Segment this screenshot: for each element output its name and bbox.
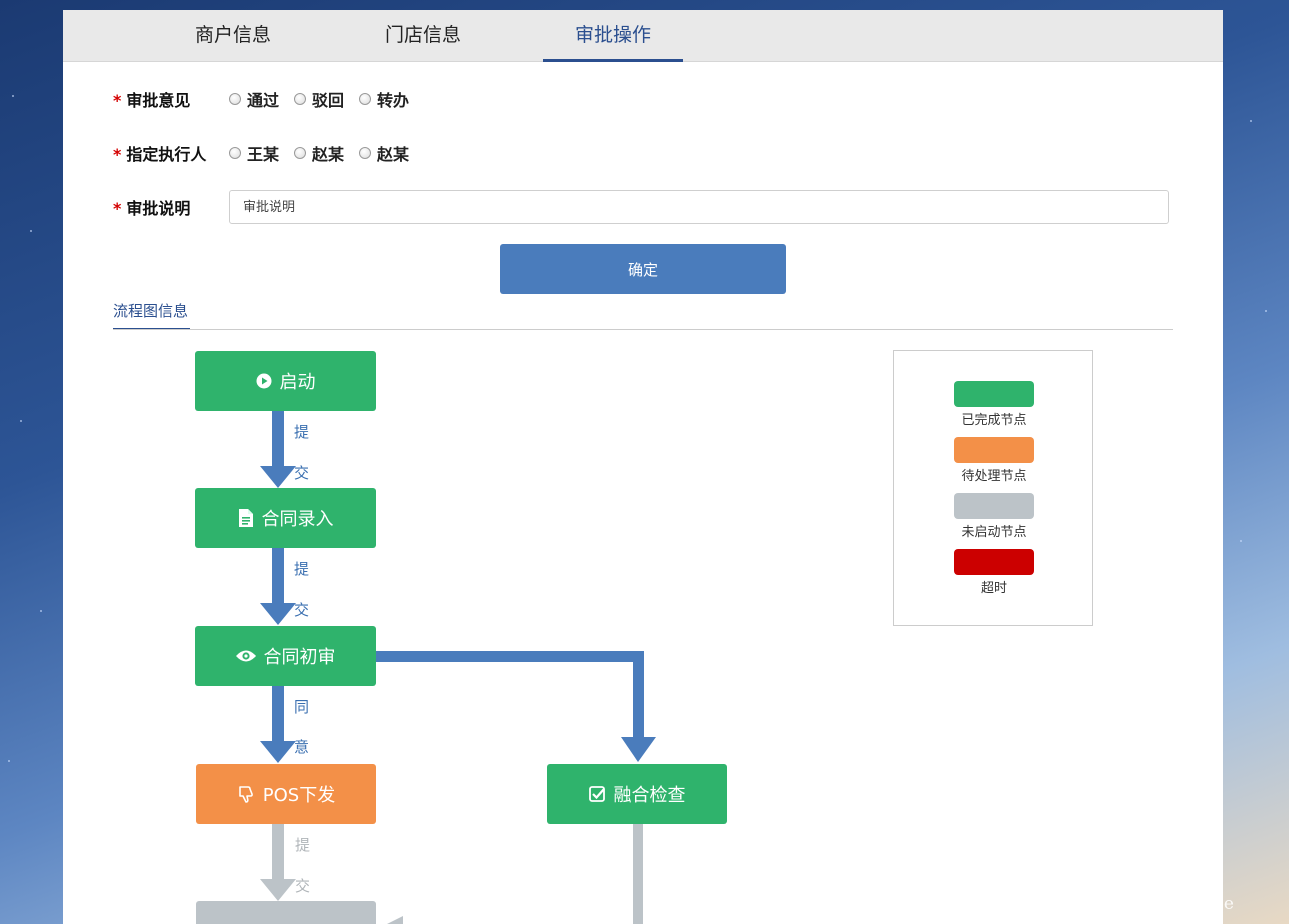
edge-label-3a: 同: [294, 698, 310, 716]
flow-node-label: 合同初审: [263, 647, 336, 668]
arrow-shaft-3: [272, 686, 284, 743]
branch-vertical: [633, 651, 644, 739]
arrow-shaft-4: [272, 824, 284, 881]
active-arrows: [260, 411, 656, 763]
merge-arrow-tip: [387, 916, 403, 924]
tab-approval-operation[interactable]: 审批操作: [543, 10, 683, 62]
flow-connectors: [260, 411, 656, 924]
assignee-label: *指定执行人: [113, 145, 207, 164]
legend-item-pending: 待处理节点: [953, 437, 1035, 484]
remark-input[interactable]: [229, 190, 1169, 224]
assignee-row: *指定执行人 王某 赵某 赵某: [113, 137, 424, 169]
arrow-shaft-2: [272, 548, 284, 605]
main-panel: 商户信息 门店信息 审批操作 *审批意见 通过 驳回 转办 *指定执行人 王某 …: [63, 10, 1223, 924]
flow-node-next-partial[interactable]: [196, 901, 376, 924]
remark-row: *审批说明: [113, 190, 1169, 224]
eye-icon: [235, 649, 256, 663]
status-legend: 已完成节点 待处理节点 未启动节点 超时: [893, 350, 1093, 626]
legend-swatch: [954, 493, 1034, 519]
tab-merchant-info[interactable]: 商户信息: [194, 24, 271, 46]
edge-label-3b: 意: [294, 738, 310, 756]
edge-label-2b: 交: [294, 601, 310, 619]
flow-node-label: POS下发: [262, 785, 336, 806]
edge-label-4a: 提: [295, 836, 311, 854]
legend-swatch: [954, 437, 1034, 463]
radio-circle-icon[interactable]: [359, 93, 372, 105]
merge-line: [633, 824, 643, 924]
opinion-radio-approve[interactable]: 通过: [229, 87, 279, 111]
flow-node-pos-dispatch[interactable]: POS下发: [196, 764, 376, 824]
arrow-head-4: [260, 879, 296, 901]
inactive-arrows: [260, 824, 643, 924]
radio-circle-icon[interactable]: [229, 93, 241, 105]
radio-circle-icon[interactable]: [294, 147, 307, 159]
arrow-head-2: [260, 603, 296, 625]
tab-store-info[interactable]: 门店信息: [384, 24, 461, 46]
section-divider: [113, 329, 1173, 330]
tab-bar: 商户信息 门店信息 审批操作: [63, 10, 1223, 62]
opinion-row: *审批意见 通过 驳回 转办: [113, 83, 424, 115]
legend-item-completed: 已完成节点: [953, 381, 1035, 428]
play-circle-icon: [256, 373, 272, 389]
opinion-label: *审批意见: [113, 91, 191, 110]
arrow-head-3: [260, 741, 296, 763]
confirm-button[interactable]: 确定: [500, 244, 786, 294]
flow-node-start[interactable]: 启动: [195, 351, 376, 411]
legend-swatch: [954, 549, 1034, 575]
legend-swatch: [954, 381, 1034, 407]
branch-arrow-head: [621, 737, 656, 762]
assignee-radio-1[interactable]: 王某: [229, 141, 279, 165]
flow-node-contract-review[interactable]: 合同初审: [195, 626, 376, 686]
flow-node-label: 合同录入: [261, 509, 334, 530]
radio-circle-icon[interactable]: [229, 147, 241, 159]
legend-item-timeout: 超时: [953, 549, 1035, 596]
assignee-radio-2[interactable]: 赵某: [294, 141, 344, 165]
watermark: http://blog.csdn.net/lirentingblue: [938, 894, 1235, 914]
edge-label-4b: 交: [295, 877, 311, 895]
edge-label-1a: 提: [294, 423, 310, 441]
remark-label: *审批说明: [113, 199, 191, 218]
arrow-head-1: [260, 466, 296, 488]
flow-node-fusion-check[interactable]: 融合检查: [547, 764, 727, 824]
radio-circle-icon[interactable]: [359, 147, 372, 159]
check-square-icon: [588, 785, 606, 803]
flow-node-contract-entry[interactable]: 合同录入: [195, 488, 376, 548]
radio-circle-icon[interactable]: [294, 93, 307, 105]
branch-horizontal: [376, 651, 644, 662]
hand-icon: [237, 785, 255, 803]
edge-label-1b: 交: [294, 464, 310, 482]
legend-item-not-started: 未启动节点: [953, 493, 1035, 540]
edge-label-2a: 提: [294, 560, 310, 578]
opinion-radio-transfer[interactable]: 转办: [359, 87, 409, 111]
file-icon: [238, 509, 254, 527]
flow-node-label: 融合检查: [613, 785, 686, 806]
opinion-radio-reject[interactable]: 驳回: [294, 87, 344, 111]
assignee-radio-3[interactable]: 赵某: [359, 141, 409, 165]
flow-node-label: 启动: [279, 372, 316, 393]
arrow-shaft-1: [272, 411, 284, 468]
